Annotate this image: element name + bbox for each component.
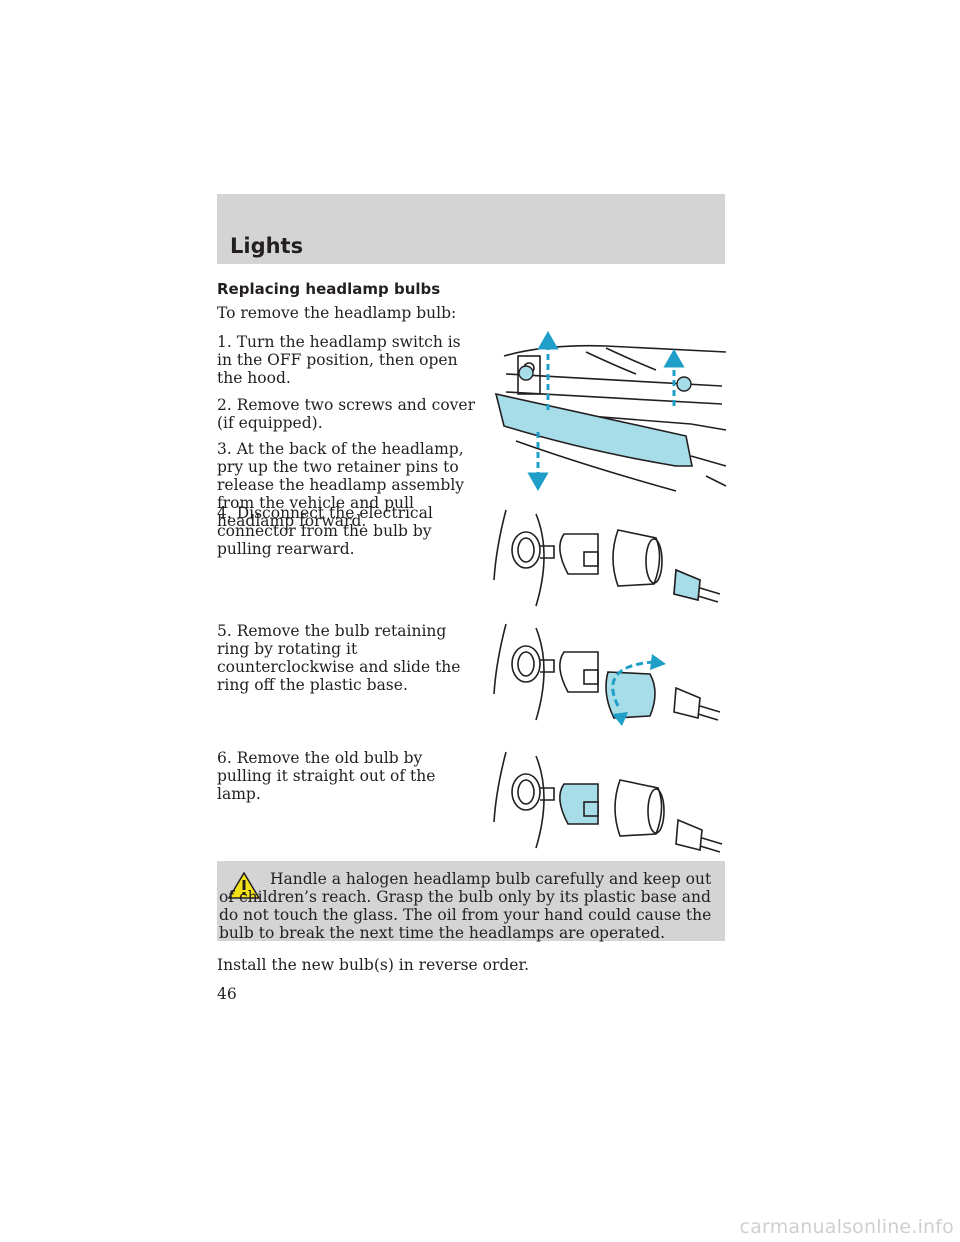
- step-2: 2. Remove two screws and cover (if equip…: [217, 396, 475, 432]
- warning-text: Handle a halogen headlamp bulb carefully…: [219, 870, 712, 942]
- chapter-header: Lights: [217, 194, 725, 264]
- connector-disconnect-illustration: [493, 509, 721, 607]
- section-title: Replacing headlamp bulbs: [217, 280, 441, 298]
- retaining-ring-illustration: [493, 623, 721, 726]
- intro-text: To remove the headlamp bulb:: [217, 304, 457, 322]
- step-3: 3. At the back of the headlamp, pry up t…: [217, 440, 465, 530]
- closing-instruction: Install the new bulb(s) in reverse order…: [217, 956, 530, 974]
- step-5: 5. Remove the bulb retaining ring by rot…: [217, 622, 461, 694]
- headlamp-assembly-illustration: [494, 330, 727, 492]
- footer-watermark-url[interactable]: carmanualsonline.info: [739, 1216, 954, 1238]
- page-number: 46: [217, 985, 237, 1003]
- warning-triangle-icon: [228, 871, 260, 899]
- warning-box: Handle a halogen headlamp bulb carefully…: [217, 861, 725, 942]
- step-1: 1. Turn the headlamp switch is in the OF…: [217, 333, 461, 387]
- bulb-removal-illustration: [493, 751, 723, 853]
- step-4: 4. Disconnect the electrical connector f…: [217, 504, 433, 558]
- chapter-title: Lights: [230, 234, 304, 258]
- step-6: 6. Remove the old bulb by pulling it str…: [217, 749, 436, 803]
